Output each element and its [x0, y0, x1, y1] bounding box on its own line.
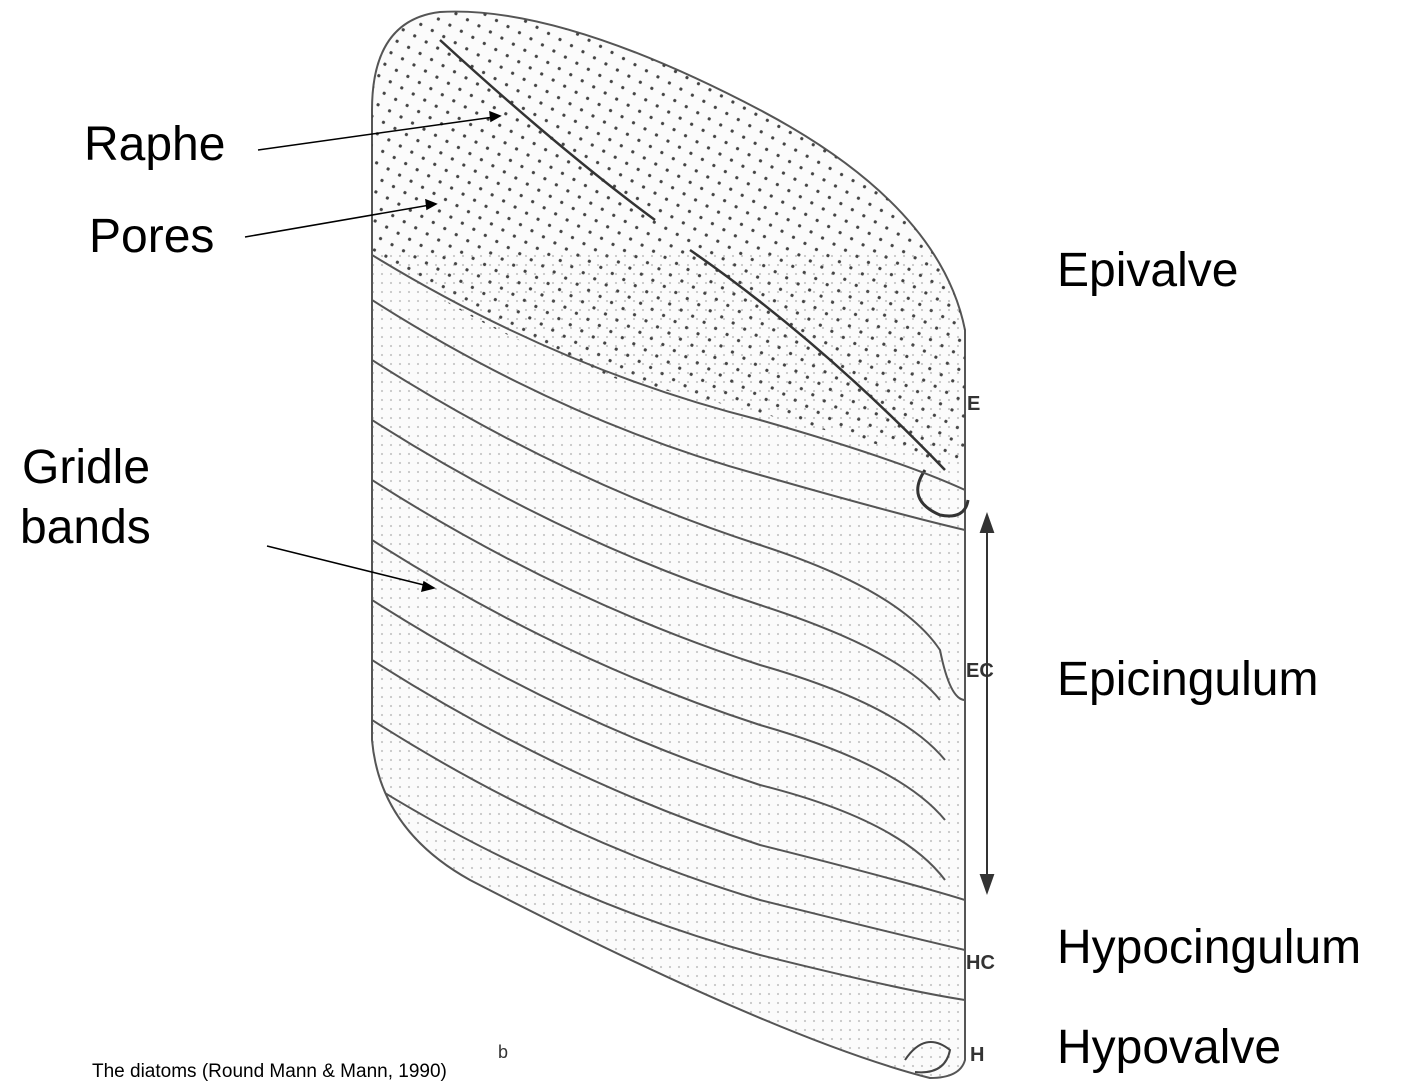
label-pores: Pores — [89, 213, 214, 261]
epivalve-pore-field — [360, 12, 980, 1081]
letter-h: H — [970, 1044, 984, 1067]
label-girdle-line1: Gridle — [22, 444, 150, 492]
label-hypocingulum: Hypocingulum — [1057, 924, 1361, 972]
letter-hc: HC — [966, 952, 995, 975]
label-girdle-line2: bands — [20, 504, 151, 552]
caption: The diatoms (Round Mann & Mann, 1990) — [92, 1062, 447, 1081]
letter-e: E — [967, 393, 980, 416]
epicingulum-span-arrow — [981, 515, 993, 892]
panel-letter: b — [498, 1042, 508, 1063]
label-epicingulum: Epicingulum — [1057, 656, 1318, 704]
label-epivalve: Epivalve — [1057, 247, 1238, 295]
letter-ec: EC — [966, 660, 994, 683]
label-hypovalve: Hypovalve — [1057, 1024, 1281, 1072]
label-raphe: Raphe — [84, 121, 225, 169]
